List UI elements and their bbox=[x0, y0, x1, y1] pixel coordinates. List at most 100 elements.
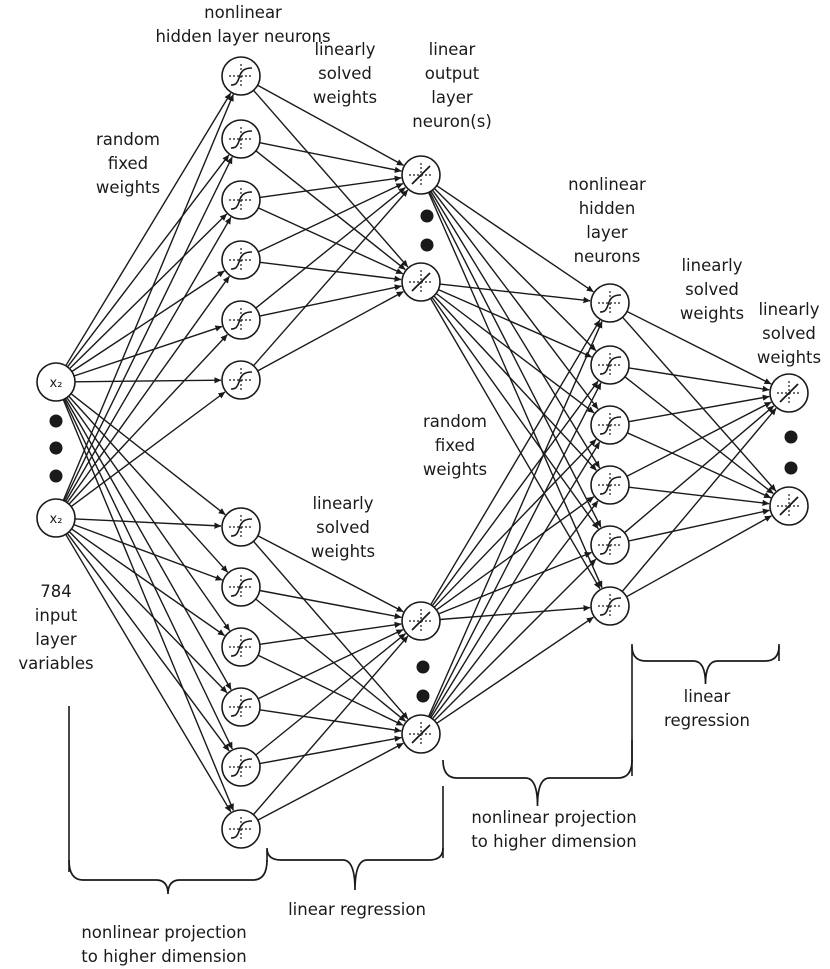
connection-arrow bbox=[252, 189, 409, 367]
sigmoid-neuron bbox=[590, 465, 630, 505]
linear-activation-icon bbox=[779, 383, 799, 403]
connection-arrow bbox=[69, 213, 228, 370]
connection-arrow bbox=[626, 401, 772, 477]
sigmoid-activation-icon bbox=[599, 294, 622, 313]
linearly-solved-weights-label-1: linearly solved weights bbox=[312, 40, 378, 107]
linear-output-neuron bbox=[401, 714, 441, 754]
connection-arrow bbox=[63, 398, 233, 750]
sigmoid-neuron bbox=[221, 240, 261, 280]
connection-arrow bbox=[259, 735, 402, 765]
vertical-ellipsis-dots bbox=[420, 209, 434, 223]
linear-output-neuron bbox=[401, 155, 441, 195]
connection-arrow bbox=[624, 376, 774, 495]
connection-arrow bbox=[62, 94, 234, 501]
connection-arrow bbox=[430, 441, 601, 719]
brace bbox=[631, 645, 780, 685]
connection-arrow bbox=[70, 391, 226, 508]
sigmoid-neuron bbox=[221, 300, 261, 340]
sigmoid-neuron bbox=[221, 360, 261, 400]
sigmoid-neuron bbox=[221, 180, 261, 220]
linear-activation-icon bbox=[411, 611, 431, 631]
connection-arrow bbox=[257, 654, 404, 726]
sigmoid-activation-icon bbox=[230, 67, 253, 86]
vertical-ellipsis-dots bbox=[784, 461, 798, 475]
linear-activation-icon bbox=[411, 724, 431, 744]
brace-label-nonlinear-projection-2: nonlinear projection to higher dimension bbox=[471, 808, 637, 851]
connection-arrow bbox=[433, 558, 597, 722]
sigmoid-neuron bbox=[590, 405, 630, 445]
sigmoid-activation-icon bbox=[599, 356, 622, 375]
connection-arrow bbox=[626, 310, 772, 385]
connection-arrow bbox=[255, 598, 406, 722]
brace-label-nonlinear-projection-1: nonlinear projection to higher dimension bbox=[81, 923, 247, 966]
connection-arrow bbox=[257, 84, 404, 167]
sigmoid-neuron bbox=[221, 627, 261, 667]
connection-arrow bbox=[255, 186, 406, 309]
linearly-solved-weights-label-3: linearly solved weights bbox=[756, 300, 822, 367]
connection-arrow bbox=[71, 528, 226, 637]
connection-arrow bbox=[439, 604, 591, 621]
sigmoid-activation-icon bbox=[230, 820, 253, 839]
linearly-solved-weights-label-2: linearly solved weights bbox=[679, 256, 745, 323]
connection-arrow bbox=[628, 486, 770, 507]
connection-arrow bbox=[252, 89, 409, 268]
sigmoid-neuron bbox=[590, 586, 630, 626]
sigmoid-activation-icon bbox=[230, 251, 253, 270]
connection-arrow bbox=[74, 518, 222, 529]
connection-arrow bbox=[430, 319, 601, 606]
connection-arrow bbox=[428, 191, 602, 528]
input-layer-caption: 784 input layer variables bbox=[18, 582, 94, 673]
input-neuron: x₂ bbox=[36, 362, 76, 402]
output-layer-title: linear output layer neuron(s) bbox=[412, 40, 492, 131]
connection-arrow bbox=[439, 283, 591, 304]
brace-label-linear-regression-2: linear regression bbox=[664, 687, 750, 730]
connection-arrow bbox=[427, 192, 603, 589]
connection-arrow bbox=[66, 532, 230, 752]
connection-arrow bbox=[438, 288, 593, 358]
connection-arrow bbox=[626, 515, 772, 598]
sigmoid-activation-icon bbox=[230, 758, 253, 777]
connection-arrow bbox=[63, 156, 233, 502]
sigmoid-neuron bbox=[221, 809, 261, 849]
connection-arrow bbox=[433, 438, 597, 608]
sigmoid-activation-icon bbox=[599, 476, 622, 495]
connection-arrow bbox=[431, 500, 599, 720]
linear-output-neuron bbox=[769, 373, 809, 413]
hidden-layer-1-title: nonlinear hidden layer neurons bbox=[155, 3, 331, 46]
connection-arrow bbox=[259, 261, 402, 282]
connection-arrow bbox=[65, 533, 232, 813]
vertical-ellipsis-dots bbox=[49, 469, 63, 483]
vertical-ellipsis-dots bbox=[49, 441, 63, 455]
random-fixed-weights-label-1: random fixed weights bbox=[95, 130, 161, 197]
ellipsis-dots bbox=[49, 209, 798, 703]
linear-output-neuron bbox=[401, 601, 441, 641]
connection-arrow bbox=[68, 334, 228, 505]
sigmoid-activation-icon bbox=[230, 518, 253, 537]
sigmoid-activation-icon bbox=[599, 536, 622, 555]
connection-arrow bbox=[255, 633, 406, 756]
sigmoid-activation-icon bbox=[599, 416, 622, 435]
sigmoid-neuron bbox=[590, 345, 630, 385]
connection-arrow bbox=[259, 621, 402, 645]
connection-arrow bbox=[259, 175, 402, 199]
sigmoid-activation-icon bbox=[230, 371, 253, 390]
sigmoid-activation-icon bbox=[230, 191, 253, 210]
sigmoid-neuron bbox=[221, 687, 261, 727]
linearly-solved-weights-label-4: linearly solved weights bbox=[310, 494, 376, 561]
connection-arrow bbox=[259, 284, 402, 317]
brace-label-linear-regression-1: linear regression bbox=[288, 900, 426, 919]
connection-arrow bbox=[624, 405, 775, 534]
connection-arrow bbox=[252, 540, 409, 720]
connection-arrow bbox=[64, 398, 232, 690]
linear-output-neuron bbox=[401, 262, 441, 302]
connection-arrow bbox=[436, 616, 594, 724]
connection-arrow bbox=[257, 628, 404, 700]
connection-arrow bbox=[433, 295, 597, 471]
connection-arrow bbox=[64, 216, 232, 502]
connection-arrow bbox=[622, 316, 777, 492]
linear-activation-icon bbox=[411, 165, 431, 185]
connection-arrow bbox=[427, 320, 603, 717]
input-variable-label: x₂ bbox=[50, 376, 63, 391]
sigmoid-neuron bbox=[221, 567, 261, 607]
random-fixed-weights-label-2: random fixed weights bbox=[422, 412, 488, 479]
